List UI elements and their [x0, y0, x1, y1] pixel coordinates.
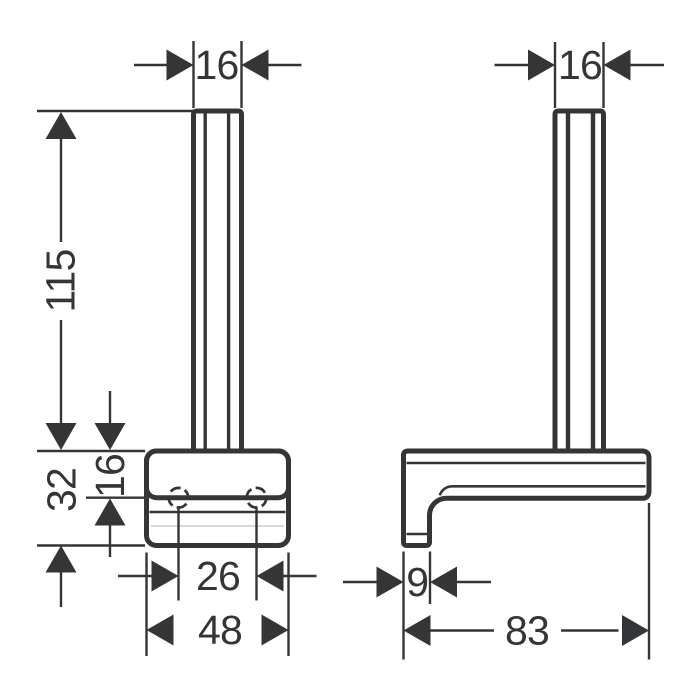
dim-label: 16	[558, 42, 602, 88]
front-bar-outline	[191, 108, 244, 453]
left-screw-hole	[167, 486, 190, 509]
arrowhead-left-icon	[146, 614, 174, 646]
arrowhead-left-icon	[430, 566, 457, 598]
dim-front-overall-height: 115	[37, 109, 194, 450]
side-bracket-profile	[401, 448, 652, 548]
arrowhead-right-icon	[261, 614, 289, 646]
dim-label: 9	[406, 559, 428, 605]
side-bracket-outline	[401, 448, 652, 548]
side-bar-outline	[552, 108, 606, 453]
front-view: 16 115 32 16	[37, 41, 317, 656]
arrowhead-left-icon	[256, 560, 284, 592]
dim-front-bracket-height: 32	[37, 449, 145, 607]
dim-side-overall-depth: 83	[403, 503, 651, 660]
side-bar	[552, 108, 606, 453]
dim-front-hole-offset: 16	[86, 391, 145, 557]
arrowhead-up-icon	[45, 112, 77, 139]
side-plate-bottom-highlight	[438, 485, 646, 496]
arrowhead-down-icon	[94, 423, 126, 450]
arrowhead-left-icon	[403, 615, 431, 646]
front-bracket	[144, 448, 291, 548]
arrowhead-right-icon	[376, 566, 404, 598]
dim-side-bar-depth: 16	[494, 42, 664, 108]
arrowhead-right-icon	[622, 615, 649, 646]
dim-label: 16	[194, 42, 238, 88]
dim-side-wall-plate-depth: 9	[343, 551, 491, 660]
dim-label: 83	[505, 608, 549, 654]
dim-label: 32	[39, 468, 85, 512]
dim-front-hole-spacing: 26	[118, 508, 317, 601]
arrowhead-down-icon	[45, 423, 77, 450]
arrowhead-right-icon	[151, 560, 179, 592]
front-bracket-upper-section	[144, 448, 291, 501]
dim-label: 26	[196, 553, 240, 599]
front-bar	[191, 108, 244, 453]
arrowhead-right-icon	[528, 49, 555, 81]
dim-front-bar-width: 16	[134, 41, 302, 108]
arrowhead-up-icon	[45, 545, 77, 573]
arrowhead-left-icon	[603, 49, 631, 81]
dim-label: 16	[87, 454, 133, 498]
right-screw-hole	[245, 486, 268, 509]
arrowhead-left-icon	[241, 49, 269, 81]
arrowhead-right-icon	[166, 49, 194, 81]
dim-label: 115	[38, 250, 84, 313]
dim-label: 48	[198, 607, 242, 653]
dim-front-bracket-width: 48	[145, 552, 290, 656]
side-view: 16 9 83	[343, 42, 664, 660]
arrowhead-up-icon	[94, 498, 126, 526]
